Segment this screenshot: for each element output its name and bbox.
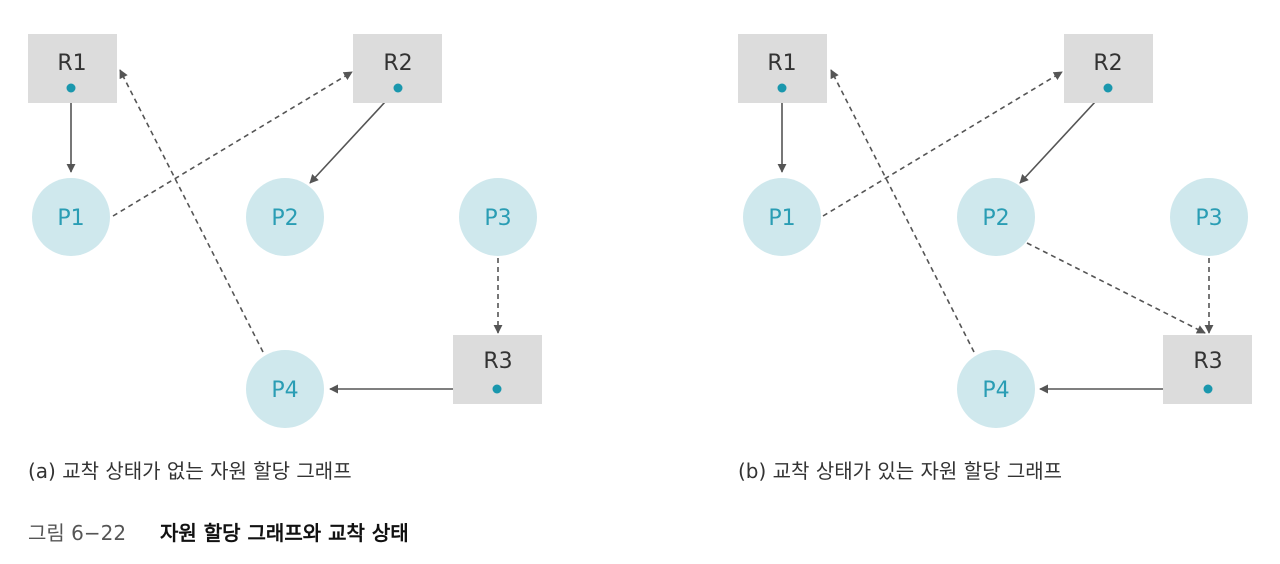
- edge-a-p1-r2: [112, 71, 353, 217]
- figure-title-text: 자원 할당 그래프와 교착 상태: [160, 521, 409, 545]
- resource-a-r3: R3: [453, 335, 542, 404]
- edge-a-p4-r1: [119, 69, 264, 353]
- resource-label: R2: [1093, 51, 1122, 76]
- instance-dot: [393, 83, 403, 93]
- edge-b-r2-p2: [1019, 87, 1109, 184]
- resource-label: R1: [57, 51, 86, 76]
- process-label: P1: [57, 206, 84, 231]
- graph-a: R1 R2 R3 P1 P2 P3 P4 (a): [28, 34, 542, 483]
- resource-b-r1: R1: [738, 34, 827, 103]
- caption-b: (b) 교착 상태가 있는 자원 할당 그래프: [738, 459, 1062, 483]
- process-b-p2: P2: [957, 178, 1035, 256]
- process-a-p2: P2: [246, 178, 324, 256]
- resource-a-r2: R2: [353, 34, 442, 103]
- process-a-p4: P4: [246, 350, 324, 428]
- process-label: P2: [982, 206, 1009, 231]
- edge-b-p1-r2: [822, 71, 1063, 217]
- instance-dot: [1103, 83, 1113, 93]
- resource-label: R1: [767, 51, 796, 76]
- process-a-p3: P3: [459, 178, 537, 256]
- process-b-p3: P3: [1170, 178, 1248, 256]
- caption-a: (a) 교착 상태가 없는 자원 할당 그래프: [28, 459, 352, 483]
- resource-label: R3: [483, 349, 512, 374]
- resource-a-r1: R1: [28, 34, 117, 103]
- figure-number: 그림 6−22: [28, 521, 126, 545]
- process-label: P3: [1195, 206, 1222, 231]
- resource-b-r2: R2: [1064, 34, 1153, 103]
- process-a-p1: P1: [32, 178, 110, 256]
- edge-b-p2-r3: [1026, 242, 1206, 334]
- figure-title: 그림 6−22 자원 할당 그래프와 교착 상태: [28, 521, 409, 545]
- process-label: P4: [982, 378, 1009, 403]
- graph-b: R1 R2 R3 P1 P2 P3 P4 (b): [738, 34, 1252, 483]
- instance-dot: [777, 83, 787, 93]
- process-label: P1: [768, 206, 795, 231]
- edge-a-r2-p2: [309, 87, 399, 184]
- resource-label: R2: [383, 51, 412, 76]
- process-label: P3: [484, 206, 511, 231]
- resource-b-r3: R3: [1163, 335, 1252, 404]
- process-label: P4: [271, 378, 298, 403]
- instance-dot: [492, 384, 502, 394]
- instance-dot: [1203, 384, 1213, 394]
- edge-b-p4-r1: [830, 69, 975, 353]
- process-label: P2: [271, 206, 298, 231]
- process-b-p1: P1: [743, 178, 821, 256]
- instance-dot: [66, 83, 76, 93]
- process-b-p4: P4: [957, 350, 1035, 428]
- resource-label: R3: [1193, 349, 1222, 374]
